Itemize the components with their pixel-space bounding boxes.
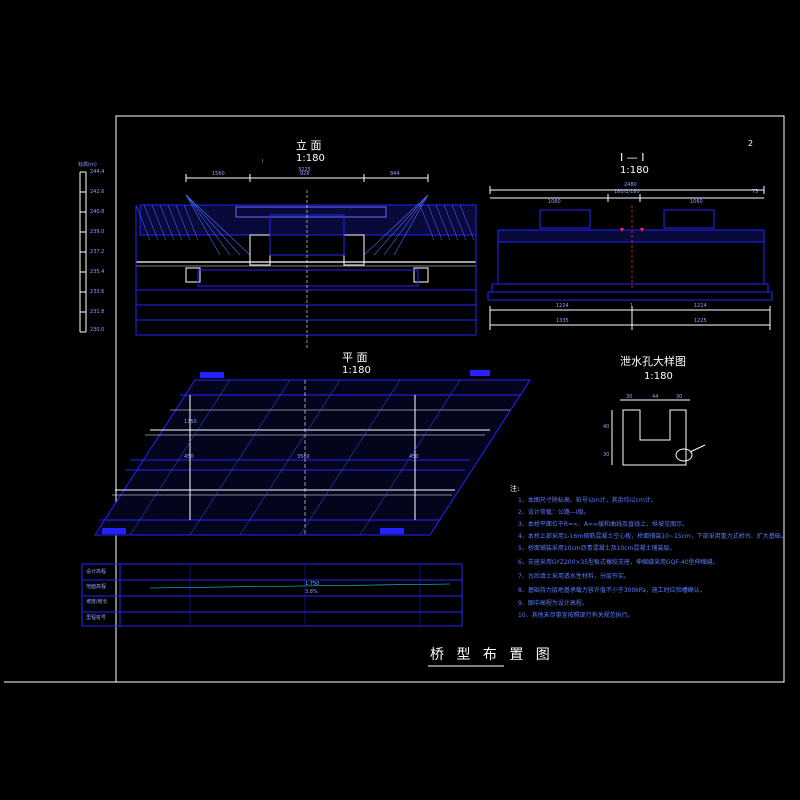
note-item: 5、桥面铺装采用10cm沥青混凝土及10cm混凝土铺装层。 [518,545,676,552]
section-dim-bottom-left: 1224 [556,303,569,309]
elevation-tick: 239.0 [90,229,105,235]
table-row-label: 里程桩号 [86,615,107,621]
elevation-title: 立 面 [296,139,322,152]
section-dim-bottom-right2: 1225 [694,318,707,324]
section-view [487,186,773,330]
elevation-tick: 242.6 [90,189,105,195]
note-item: 3、本桥平面位于R=∞、A=∞缓和曲线及直线上，纵坡见图示。 [518,521,689,528]
plan-scale: 1:180 [342,365,371,376]
note-item: 6、支座采用GYZ200×35型板式橡胶支座，伸缩缝采用GQF-40型伸缩缝。 [518,559,719,566]
drain-dim-4: 40 [603,424,610,430]
elevation-dim-mid: 926 [300,171,310,177]
note-item: 9、图中高程为设计高程。 [518,600,588,607]
section-dim-top-right: 1060 [690,199,703,205]
drain-detail [611,399,706,466]
table-value-1: 1.750 [305,581,320,587]
section-dim-bottom-right: 1224 [694,303,707,309]
plan-title: 平 面 [342,351,368,364]
drain-dim-3: 30 [676,394,683,400]
elevation-tick: 233.6 [90,289,105,295]
plan-dim-1: 1750 [184,419,197,425]
note-item: 4、本桥上部采用1-16m钢筋混凝土空心板，桥面铺装10~15cm，下部采用重力… [518,533,787,540]
elevation-axis-label: 标高(m) [78,162,97,168]
note-item: 2、设计荷载：公路—I级。 [518,509,590,516]
note-item: 8、基础持力层地基承载力容许值不小于300kPa，施工时应验槽确认。 [518,587,706,594]
section-mark: I [262,159,264,165]
elevation-dim-total: 3225 [298,167,311,173]
elevation-view [79,171,477,350]
drain-dim-5: 30 [603,452,610,458]
plan-dim-2: 3560 [297,454,310,460]
plan-dim-4: 450 [409,454,419,460]
section-dim-top-mid: 180/2/180 [614,189,640,195]
section-dim-top-left: 1060 [548,199,561,205]
table-row-label: 坡度/坡长 [86,599,108,605]
elevation-tick: 244.4 [90,169,105,175]
drain-dim-1: 30 [626,394,633,400]
elevation-dim-left: 1560 [212,171,225,177]
elevation-dim-right: 844 [390,171,400,177]
plan-view [94,370,531,536]
note-item: 7、台后填土采用透水性材料，分层夯实。 [518,573,630,580]
notes-heading: 注: [510,485,520,493]
profile-table [81,563,463,627]
elevation-tick: 235.4 [90,269,105,275]
elevation-tick: 240.8 [90,209,105,215]
drain-dim-2: 44 [652,394,659,400]
page-number: 2 [748,139,754,148]
section-dim-top-edge: 75 [752,189,759,195]
table-row-label: 地面高程 [86,584,107,590]
note-item: 10、其他未尽事宜按照现行有关规范执行。 [518,612,634,619]
note-item: 1、本图尺寸除标高、桩号以m计，其余均以cm计。 [518,497,657,504]
table-row-label: 设计高程 [86,569,107,575]
drawing-main-title: 桥 型 布 置 图 [430,647,554,663]
drawing-frame [115,115,785,683]
plan-dim-3: 450 [184,454,194,460]
section-title: I — I [620,151,645,164]
section-dim-top-total: 2480 [624,182,637,188]
elevation-tick: 231.8 [90,309,105,315]
table-value-2: 3.8% [305,589,318,595]
elevation-scale: 1:180 [296,153,325,164]
drain-detail-scale: 1:180 [644,371,673,382]
section-dim-bottom-center: 1 [630,303,634,309]
section-scale: 1:180 [620,165,649,176]
elevation-tick: 237.2 [90,249,105,255]
section-dim-bottom-left2: 1335 [556,318,569,324]
elevation-tick: 230.0 [90,327,105,333]
drain-detail-title: 泄水孔大样图 [620,355,686,368]
